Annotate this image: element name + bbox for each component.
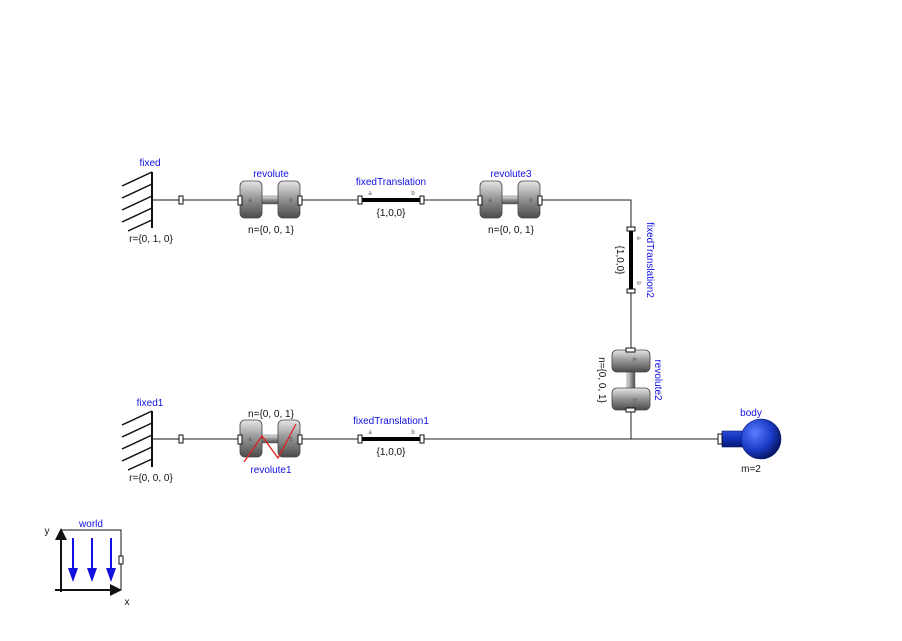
revolute1-spring-icon: [243, 423, 297, 463]
fixedTranslation-name: fixedTranslation: [356, 177, 426, 188]
fixed-name: fixed: [139, 158, 160, 169]
fixedTranslation-component[interactable]: a b fixedTranslation {1,0,0}: [356, 177, 426, 219]
revolute1-param: n={0, 0, 1}: [248, 409, 295, 420]
revolute1-port-a: a: [248, 437, 252, 443]
revolute1-component[interactable]: a b n={0, 0, 1} revolute1: [237, 409, 303, 476]
revolute3-port-b: b: [529, 198, 533, 204]
fixedTranslation1-param: {1,0,0}: [377, 447, 407, 458]
fixedTranslation2-rod-icon: [626, 226, 636, 294]
revolute1-name: revolute1: [250, 465, 292, 476]
world-name: world: [78, 519, 103, 530]
fixedTranslation2-component[interactable]: a b fixedTranslation2 {1,0,0}: [614, 222, 655, 298]
body-name: body: [740, 408, 762, 419]
body-sphere-icon: [717, 418, 782, 460]
revolute2-port-a: a: [631, 357, 637, 361]
body-param: m=2: [741, 464, 761, 475]
fixed1-name: fixed1: [137, 398, 164, 409]
gravity-arrows-icon: [68, 538, 116, 582]
body-component[interactable]: body m=2: [717, 408, 782, 475]
revolute-component[interactable]: a b revolute n={0, 0, 1}: [237, 169, 303, 236]
revolute-param: n={0, 0, 1}: [248, 225, 295, 236]
world-frame-icon: [55, 528, 124, 596]
fixedTranslation2-param: {1,0,0}: [614, 246, 625, 276]
revolute-name: revolute: [253, 169, 289, 180]
revolute3-param: n={0, 0, 1}: [488, 225, 535, 236]
revolute1-port-b: b: [289, 437, 293, 443]
revolute2-port-b: b: [631, 398, 637, 402]
world-axis-x-label: x: [125, 597, 130, 608]
fixedTranslation-rod-icon: [357, 195, 425, 205]
fixed-component[interactable]: fixed r={0, 1, 0}: [121, 158, 184, 245]
revolute-port-b: b: [289, 198, 293, 204]
fixedTranslation1-port-a: a: [368, 430, 372, 436]
fixedTranslation-port-a: a: [368, 191, 372, 197]
revolute2-param: n={0, 0, 1}: [596, 357, 607, 404]
revolute2-name: revolute2: [652, 359, 663, 401]
fixedTranslation1-rod-icon: [357, 434, 425, 444]
revolute3-joint-icon: [477, 180, 543, 219]
fixed1-ground-icon: [121, 410, 184, 471]
wire-revolute3-fixedTranslation2[interactable]: [542, 199, 632, 229]
connections: [183, 199, 718, 440]
revolute3-port-a: a: [488, 198, 492, 204]
fixed-ground-icon: [121, 171, 184, 232]
fixedTranslation2-port-b: b: [635, 281, 641, 285]
world-axis-y-label: y: [45, 526, 50, 537]
revolute2-component[interactable]: a b revolute2 n={0, 0, 1}: [596, 347, 663, 413]
fixedTranslation1-port-b: b: [411, 430, 415, 436]
revolute1-joint-icon: [237, 419, 303, 463]
revolute-joint-icon: [237, 180, 303, 219]
fixedTranslation2-name: fixedTranslation2: [644, 222, 655, 298]
revolute3-component[interactable]: a b revolute3 n={0, 0, 1}: [477, 169, 543, 236]
world-component[interactable]: world y x: [45, 519, 130, 608]
fixed1-component[interactable]: fixed1 r={0, 0, 0}: [121, 398, 184, 484]
fixedTranslation1-name: fixedTranslation1: [353, 416, 429, 427]
fixed-param: r={0, 1, 0}: [129, 234, 173, 245]
revolute3-name: revolute3: [490, 169, 532, 180]
revolute-port-a: a: [248, 198, 252, 204]
fixedTranslation2-port-a: a: [635, 236, 641, 240]
fixedTranslation-port-b: b: [411, 191, 415, 197]
fixedTranslation1-component[interactable]: a b fixedTranslation1 {1,0,0}: [353, 416, 429, 458]
fixed1-param: r={0, 0, 0}: [129, 473, 173, 484]
revolute2-joint-icon: [611, 347, 651, 413]
fixedTranslation-param: {1,0,0}: [377, 208, 407, 219]
